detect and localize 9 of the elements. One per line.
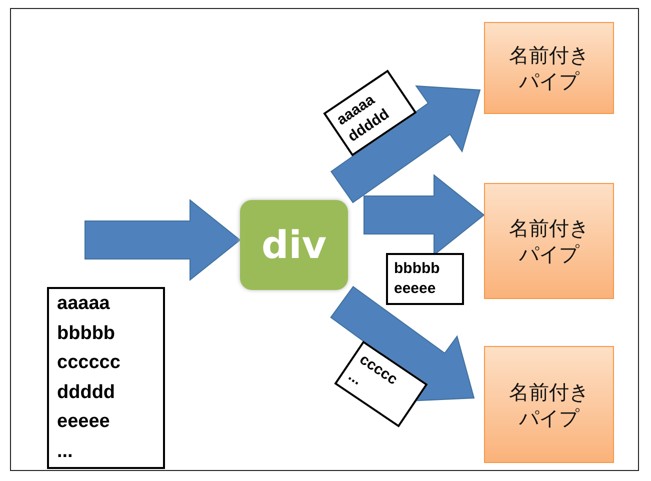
pipe-box: 名前付きパイプ [484,183,614,299]
edge-label: bbbbb eeeee [386,253,464,305]
process-box: div [240,200,348,290]
pipe-box: 名前付きパイプ [484,346,614,463]
pipe-box: 名前付きパイプ [484,22,614,114]
block-arrow [330,286,475,402]
text-list-box: aaaaa bbbbb cccccc ddddd eeeee ... [47,287,165,469]
block-arrow [84,198,241,282]
block-arrow [330,85,481,204]
